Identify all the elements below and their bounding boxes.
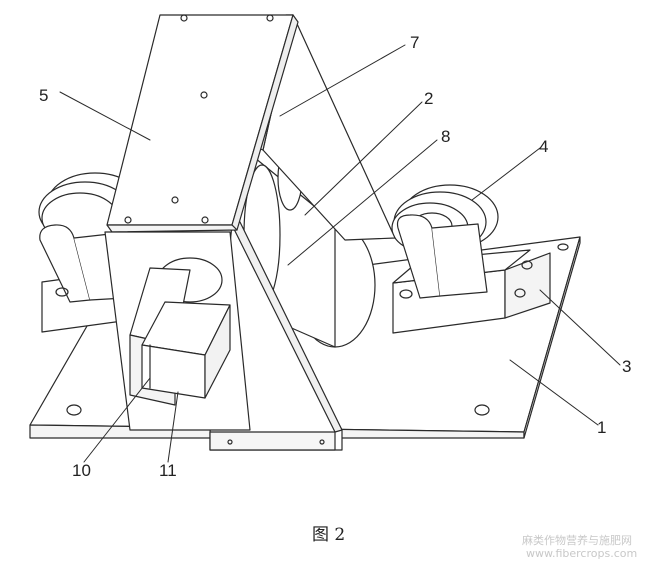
figure-caption: 图 2 xyxy=(312,525,345,545)
label-10: 10 xyxy=(72,461,91,480)
watermark-url: www.fibercrops.com xyxy=(526,547,637,560)
sensor-block xyxy=(141,301,231,399)
right-roller-bracket xyxy=(392,214,551,334)
label-2: 2 xyxy=(424,89,433,108)
label-4: 4 xyxy=(539,137,548,156)
label-3: 3 xyxy=(622,357,631,376)
label-5: 5 xyxy=(39,86,48,105)
label-8: 8 xyxy=(441,127,450,146)
label-1: 1 xyxy=(597,418,606,437)
watermark-cn: 麻类作物营养与施肥网 xyxy=(522,533,632,547)
reference-labels: 5 7 2 8 4 3 1 10 11 xyxy=(39,33,631,480)
leader-lines xyxy=(59,44,621,463)
label-7: 7 xyxy=(410,33,419,52)
label-11: 11 xyxy=(159,461,177,480)
housing-box xyxy=(106,14,299,233)
